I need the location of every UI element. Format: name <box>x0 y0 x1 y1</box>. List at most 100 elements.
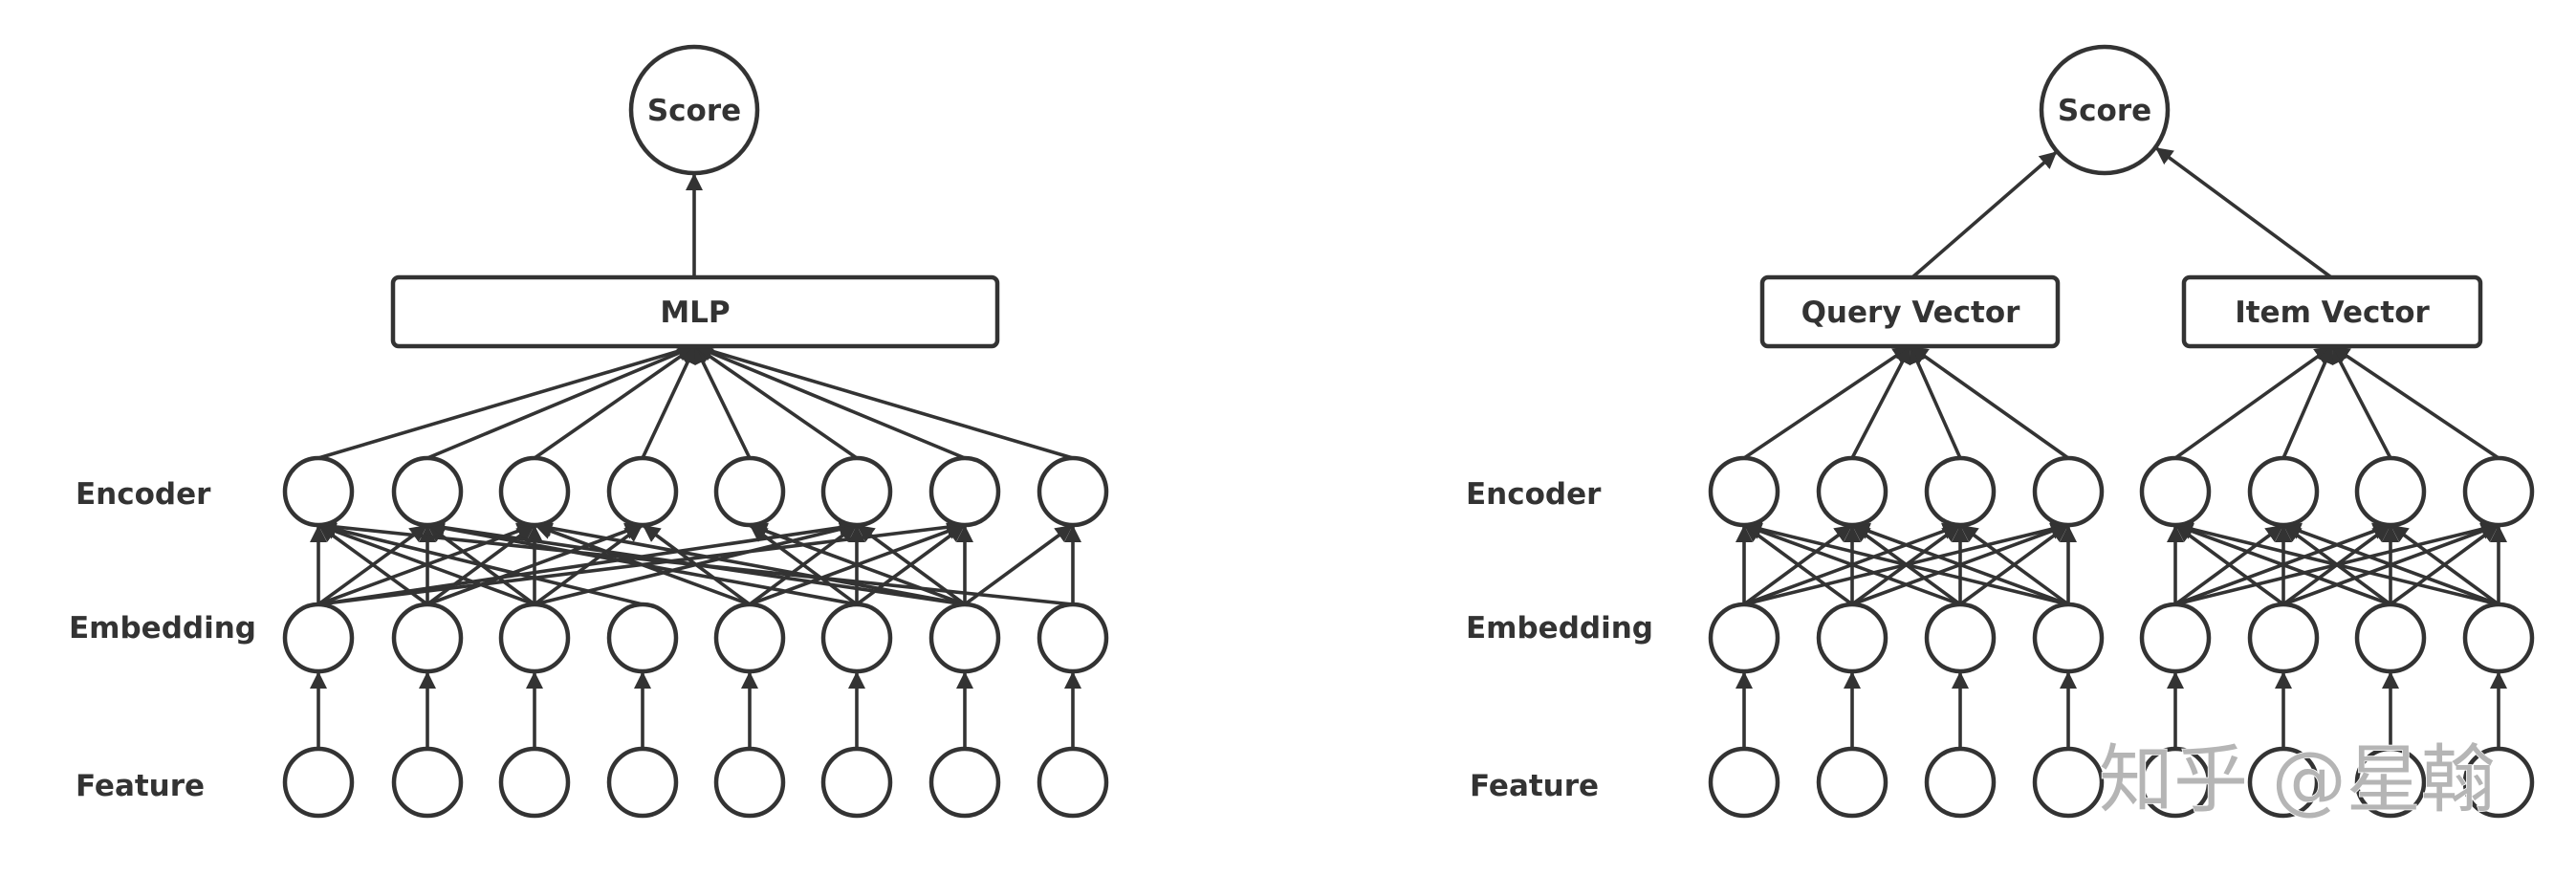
left-embedding-node <box>928 602 1001 674</box>
left-encoder-node <box>713 455 786 528</box>
left-encoder-node <box>928 455 1001 528</box>
right-embedding-node <box>2032 602 2105 674</box>
item-encoder-to-vector-edge <box>2330 345 2392 459</box>
left-feature-node <box>1037 746 1109 819</box>
left-encoder-node <box>498 455 571 528</box>
right-encoder-node <box>2247 455 2320 528</box>
right-node-layers <box>1708 455 2535 819</box>
query-vector-rect <box>1759 274 2061 349</box>
left-score-node: Score <box>628 44 760 176</box>
item-encoder-to-vector-edge <box>2330 344 2500 460</box>
left-feature-node <box>820 746 893 819</box>
right-embedding-node <box>2354 602 2427 674</box>
right-embedding-node <box>1708 602 1780 674</box>
left-encoder-to-mlp-edge <box>641 345 697 459</box>
item-encoder-to-vector-edge <box>2173 344 2334 460</box>
left-score-circle <box>628 44 760 176</box>
query-vector-text: Query Vector <box>1801 296 2021 330</box>
right-encoder-label: Encoder <box>1466 477 1602 512</box>
left-feature-node <box>713 746 786 819</box>
right-feature-node <box>2032 746 2105 819</box>
right-encoder-node <box>2139 455 2212 528</box>
mlp-box: MLP <box>390 274 1000 349</box>
right-feature-node <box>1924 746 1997 819</box>
right-encoder-node <box>2462 455 2535 528</box>
left-embedding-to-encoder-edge <box>749 522 966 606</box>
left-embedding-node <box>282 602 355 674</box>
right-embedding-label: Embedding <box>1466 611 1653 646</box>
left-encoder-node <box>282 455 355 528</box>
left-score-text: Score <box>647 94 741 128</box>
right-embedding-node <box>1924 602 1997 674</box>
left-encoder-node <box>391 455 464 528</box>
right-embedding-node <box>2462 602 2535 674</box>
right-score-circle <box>2039 44 2171 176</box>
left-encoder-to-mlp-edge <box>694 342 1074 460</box>
item-vector-to-score-edge <box>2154 145 2333 279</box>
left-embedding-node <box>1037 602 1109 674</box>
query-encoder-to-vector-edge <box>1742 344 1912 460</box>
left-model: Encoder Embedding Feature Score MLP <box>69 44 1109 819</box>
left-feature-node <box>391 746 464 819</box>
left-feature-label: Feature <box>76 769 205 803</box>
left-feature-node <box>282 746 355 819</box>
left-layer-labels: Encoder Embedding Feature <box>69 477 256 803</box>
left-encoder-to-mlp-edge <box>693 345 752 459</box>
left-encoder-node <box>820 455 893 528</box>
right-embedding-node <box>2247 602 2320 674</box>
right-encoder-node <box>2354 455 2427 528</box>
query-encoder-to-vector-edge <box>1909 344 2070 460</box>
item-embedding-to-encoder-edge <box>2174 520 2500 606</box>
left-embedding-node <box>498 602 571 674</box>
left-embedding-node <box>606 602 679 674</box>
left-encoder-to-mlp-edge <box>693 344 859 460</box>
item-vector-box: Item Vector <box>2181 274 2483 349</box>
right-encoder-node <box>1924 455 1997 528</box>
left-feature-node <box>498 746 571 819</box>
left-embedding-to-encoder-edge <box>963 523 1075 606</box>
right-feature-node <box>1708 746 1780 819</box>
left-embedding-to-encoder-edge <box>317 520 644 606</box>
watermark: 知乎 @星翰 <box>2099 737 2496 823</box>
left-embedding-label: Embedding <box>69 611 256 646</box>
left-encoder-node <box>1037 455 1109 528</box>
query-embedding-to-encoder-edge <box>1851 522 2069 606</box>
left-encoder-node <box>606 455 679 528</box>
right-embedding-node <box>2139 602 2212 674</box>
edges <box>310 145 2507 749</box>
item-vector-rect <box>2181 274 2483 349</box>
item-embedding-to-encoder-edge <box>2389 523 2500 606</box>
left-embedding-to-encoder-edge <box>426 519 858 606</box>
right-feature-node <box>2462 746 2535 819</box>
left-embedding-node <box>820 602 893 674</box>
query-encoder-to-vector-edge <box>1850 345 1912 459</box>
left-embedding-to-encoder-edge <box>317 522 535 606</box>
left-feature-node <box>606 746 679 819</box>
query-encoder-to-vector-edge <box>1909 345 1962 459</box>
left-encoder-label: Encoder <box>76 477 211 512</box>
right-feature-node <box>2139 746 2212 819</box>
right-encoder-node <box>2032 455 2105 528</box>
left-encoder-to-mlp-edge <box>533 344 697 460</box>
left-encoder-to-mlp-edge <box>426 344 696 460</box>
right-feature-node <box>2247 746 2320 819</box>
item-vector-text: Item Vector <box>2235 296 2430 330</box>
left-encoder-to-mlp-edge <box>317 342 696 460</box>
item-embedding-to-encoder-edge <box>2174 522 2391 606</box>
right-model: Encoder Embedding Feature Score Query Ve… <box>1466 44 2535 819</box>
right-layer-labels: Encoder Embedding Feature <box>1466 477 1653 803</box>
right-feature-node <box>2354 746 2427 819</box>
query-vector-to-score-edge <box>1910 149 2059 279</box>
right-feature-node <box>1816 746 1888 819</box>
right-feature-label: Feature <box>1470 769 1599 803</box>
query-embedding-to-encoder-edge <box>1743 520 2069 606</box>
mlp-rect <box>390 274 1000 349</box>
query-vector-box: Query Vector <box>1759 274 2061 349</box>
item-encoder-to-vector-edge <box>2281 345 2334 459</box>
left-embedding-node <box>391 602 464 674</box>
right-score-text: Score <box>2058 94 2151 128</box>
item-embedding-to-encoder-edge <box>2282 522 2500 606</box>
left-embedding-to-encoder-edge <box>317 517 1074 606</box>
right-score-node: Score <box>2039 44 2171 176</box>
